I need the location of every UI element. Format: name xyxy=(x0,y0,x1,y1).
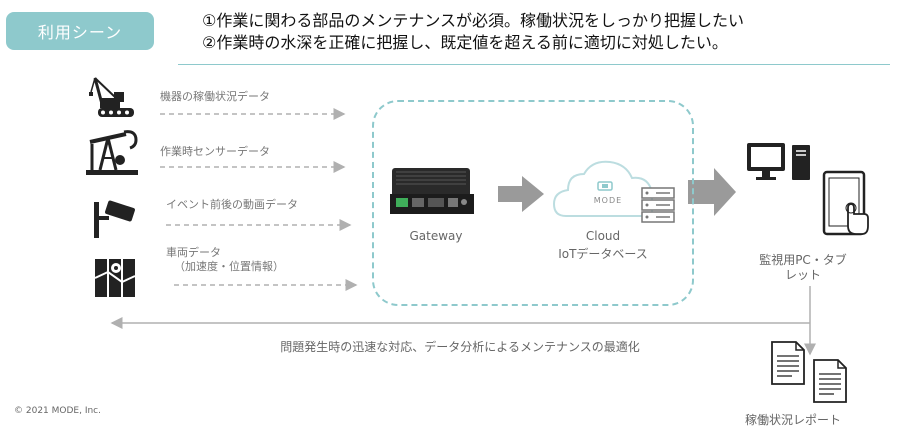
headline: ①作業に関わる部品のメンテナンスが必須。稼働状況をしっかり把握したい ②作業時の… xyxy=(202,10,744,54)
database-server-icon xyxy=(641,187,675,223)
report-document-icon xyxy=(771,341,847,403)
pump-jack-icon xyxy=(86,130,138,175)
security-camera-icon xyxy=(94,200,135,238)
source-label-video: イベント前後の動画データ xyxy=(166,198,298,211)
cloud-label: Cloud xyxy=(585,229,621,243)
document-2 xyxy=(813,359,847,403)
source-dashed-arrows xyxy=(160,108,358,291)
cloud-badge: MODE xyxy=(593,196,623,205)
headline-line-1: ①作業に関わる部品のメンテナンスが必須。稼働状況をしっかり把握したい xyxy=(202,11,745,30)
source-label-vehicle: 車両データ xyxy=(166,246,221,259)
document-1 xyxy=(771,341,805,385)
crane-icon xyxy=(89,77,134,117)
copyright: © 2021 MODE, Inc. xyxy=(14,406,101,416)
arrow-cloud-to-monitor xyxy=(688,168,736,216)
gateway-label: Gateway xyxy=(409,229,463,243)
source-sublabel-vehicle: （加速度・位置情報） xyxy=(174,260,284,273)
source-label-sensor: 作業時センサーデータ xyxy=(160,145,270,158)
gateway-cloud-container xyxy=(372,100,694,306)
header-divider xyxy=(178,64,890,65)
headline-line-2: ②作業時の水深を正確に把握し、既定値を超える前に適切に対処したい。 xyxy=(202,33,728,52)
desktop-pc-icon xyxy=(747,143,810,180)
monitor-label-line-2: レット xyxy=(784,268,821,282)
tablet-icon xyxy=(822,170,869,236)
scene-badge: 利用シーン xyxy=(6,12,154,50)
monitor-label-line-1: 監視用PC・タブ xyxy=(759,253,847,267)
map-icon xyxy=(94,259,136,297)
feedback-label: 問題発生時の迅速な対応、データ分析によるメンテナンスの最適化 xyxy=(280,340,640,354)
cloud-icon xyxy=(552,160,675,223)
cloud-sublabel: IoTデータベース xyxy=(558,247,648,261)
arrow-gateway-to-cloud xyxy=(498,176,544,212)
report-label: 稼働状況レポート xyxy=(744,413,841,427)
gateway-device-icon xyxy=(390,168,474,214)
source-label-machine-status: 機器の稼働状況データ xyxy=(160,90,270,103)
